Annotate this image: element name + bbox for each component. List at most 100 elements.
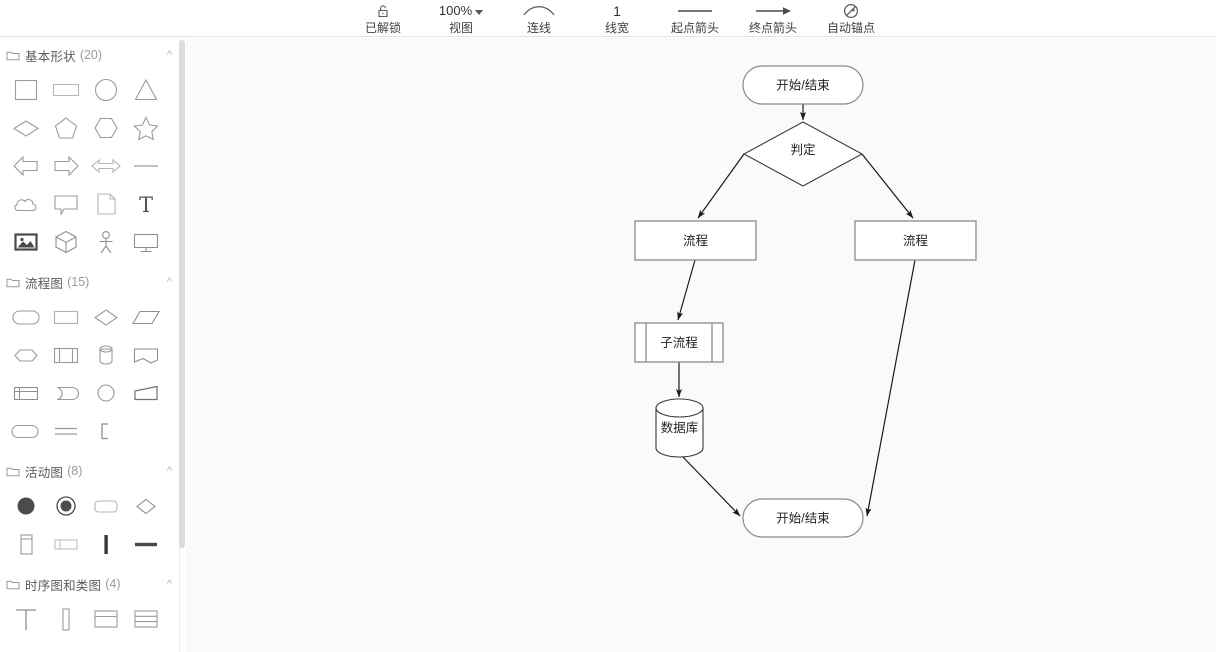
- shape-cube[interactable]: [46, 223, 86, 261]
- section-title: 流程图: [25, 276, 64, 291]
- node-start-terminator[interactable]: 开始/结束: [742, 65, 864, 105]
- shape-internal-storage[interactable]: [6, 374, 46, 412]
- shape-circle[interactable]: [86, 71, 126, 109]
- shape-hexagon[interactable]: [86, 109, 126, 147]
- shape-preparation[interactable]: [6, 336, 46, 374]
- node-end-terminator[interactable]: 开始/结束: [742, 498, 864, 538]
- shape-arrow-right[interactable]: [46, 147, 86, 185]
- toolbar-lock-button[interactable]: 已解锁: [344, 0, 422, 37]
- toolbar-end-arrow-button[interactable]: 终点箭头: [734, 0, 812, 37]
- shape-arrow-left[interactable]: [6, 147, 46, 185]
- shape-activation[interactable]: [46, 600, 86, 638]
- chevron-up-icon[interactable]: ^: [166, 464, 172, 477]
- shape-line[interactable]: [126, 147, 166, 185]
- edge-process-left-to-subprocess[interactable]: [677, 259, 696, 321]
- edge-decision-to-process-right[interactable]: [861, 153, 914, 219]
- node-process-left[interactable]: 流程: [634, 220, 757, 261]
- shape-star[interactable]: [126, 109, 166, 147]
- shape-signal[interactable]: [46, 525, 86, 563]
- shape-lifeline[interactable]: [6, 600, 46, 638]
- flowchart-canvas[interactable]: 开始/结束 判定 流程 流程 子流程: [186, 38, 1216, 652]
- shape-monitor[interactable]: [126, 223, 166, 261]
- node-label: 子流程: [660, 335, 698, 350]
- edge-process-right-to-end[interactable]: [865, 259, 916, 517]
- node-label: 开始/结束: [776, 79, 830, 93]
- section-count: (20): [79, 48, 103, 62]
- section-count: (8): [67, 464, 83, 478]
- folder-icon: [6, 51, 20, 61]
- node-label: 数据库: [661, 420, 699, 435]
- shape-double-line[interactable]: [46, 412, 86, 450]
- toolbar-line-style-button[interactable]: 连线: [500, 0, 578, 37]
- shape-person[interactable]: [86, 223, 126, 261]
- shape-manual-operation[interactable]: [126, 374, 166, 412]
- folder-icon: [6, 580, 20, 590]
- shape-action[interactable]: [86, 487, 126, 525]
- node-process-right[interactable]: 流程: [854, 220, 977, 261]
- shape-process[interactable]: [46, 298, 86, 336]
- node-label: 流程: [903, 233, 929, 248]
- toolbar-auto-anchor-button[interactable]: 自动锚点: [812, 0, 890, 37]
- toolbar-zoom-select[interactable]: 100% 视图: [422, 0, 500, 37]
- shape-vertical-bar[interactable]: [86, 525, 126, 563]
- toolbar-start-arrow-button[interactable]: 起点箭头: [656, 0, 734, 37]
- shape-square[interactable]: [6, 71, 46, 109]
- sidebar-scrollbar-track[interactable]: [179, 38, 185, 652]
- chevron-up-icon[interactable]: ^: [166, 577, 172, 590]
- shape-delay[interactable]: [46, 374, 86, 412]
- shape-class-table[interactable]: [126, 600, 166, 638]
- shape-final-node[interactable]: [46, 487, 86, 525]
- edge-decision-to-process-left[interactable]: [697, 153, 745, 219]
- chevron-down-icon: [475, 9, 484, 15]
- folder-icon: [6, 278, 20, 288]
- shape-page[interactable]: [86, 185, 126, 223]
- shape-callout[interactable]: [46, 185, 86, 223]
- activity-shapes-grid: [0, 484, 179, 567]
- top-toolbar: 已解锁 100% 视图 连线: [0, 0, 1216, 37]
- sidebar-section-basic-shapes[interactable]: 基本形状 (20) ^: [0, 42, 179, 68]
- node-label: 流程: [683, 233, 709, 248]
- shape-initial-node[interactable]: [6, 487, 46, 525]
- shape-horizontal-bar[interactable]: [126, 525, 166, 563]
- sidebar-section-flowchart[interactable]: 流程图 (15) ^: [0, 269, 179, 295]
- sidebar-section-sequence-class[interactable]: 时序图和类图 (4) ^: [0, 571, 179, 597]
- shape-text[interactable]: T: [126, 185, 166, 223]
- shape-connector-circle[interactable]: [86, 374, 126, 412]
- shape-cloud[interactable]: [6, 185, 46, 223]
- shape-rectangle[interactable]: [46, 71, 86, 109]
- flowchart-shapes-grid: [0, 295, 179, 454]
- auto-anchor-icon: [842, 1, 860, 21]
- shape-cylinder[interactable]: [86, 336, 126, 374]
- sidebar-scrollbar-thumb[interactable]: [179, 40, 185, 548]
- toolbar-start-arrow-label: 起点箭头: [670, 21, 719, 35]
- sidebar-section-activity[interactable]: 活动图 (8) ^: [0, 458, 179, 484]
- node-decision[interactable]: 判定: [742, 121, 864, 187]
- shape-terminator[interactable]: [6, 298, 46, 336]
- shape-document[interactable]: [126, 336, 166, 374]
- shape-bracket[interactable]: [86, 412, 126, 450]
- toolbar-view-label: 视图: [448, 21, 473, 35]
- toolbar-line-width-button[interactable]: 1 线宽: [578, 0, 656, 37]
- toolbar-lock-label: 已解锁: [364, 21, 401, 35]
- shape-predefined-process[interactable]: [46, 336, 86, 374]
- node-subprocess[interactable]: 子流程: [634, 322, 724, 363]
- shape-triangle[interactable]: [126, 71, 166, 109]
- shape-class-box[interactable]: [86, 600, 126, 638]
- node-database[interactable]: 数据库: [655, 398, 704, 458]
- shape-pentagon[interactable]: [46, 109, 86, 147]
- section-count: (15): [67, 275, 90, 289]
- shape-display[interactable]: [6, 412, 46, 450]
- shape-data[interactable]: [126, 298, 166, 336]
- shape-object-node[interactable]: [6, 525, 46, 563]
- shape-image[interactable]: [6, 223, 46, 261]
- shape-decision-node[interactable]: [126, 487, 166, 525]
- edge-database-to-end[interactable]: [681, 455, 741, 517]
- shape-decision[interactable]: [86, 298, 126, 336]
- chevron-up-icon[interactable]: ^: [166, 275, 172, 288]
- shape-diamond[interactable]: [6, 109, 46, 147]
- shape-arrow-double[interactable]: [86, 147, 126, 185]
- chevron-up-icon[interactable]: ^: [166, 48, 172, 61]
- folder-icon: [6, 467, 20, 477]
- section-title: 时序图和类图: [25, 578, 102, 593]
